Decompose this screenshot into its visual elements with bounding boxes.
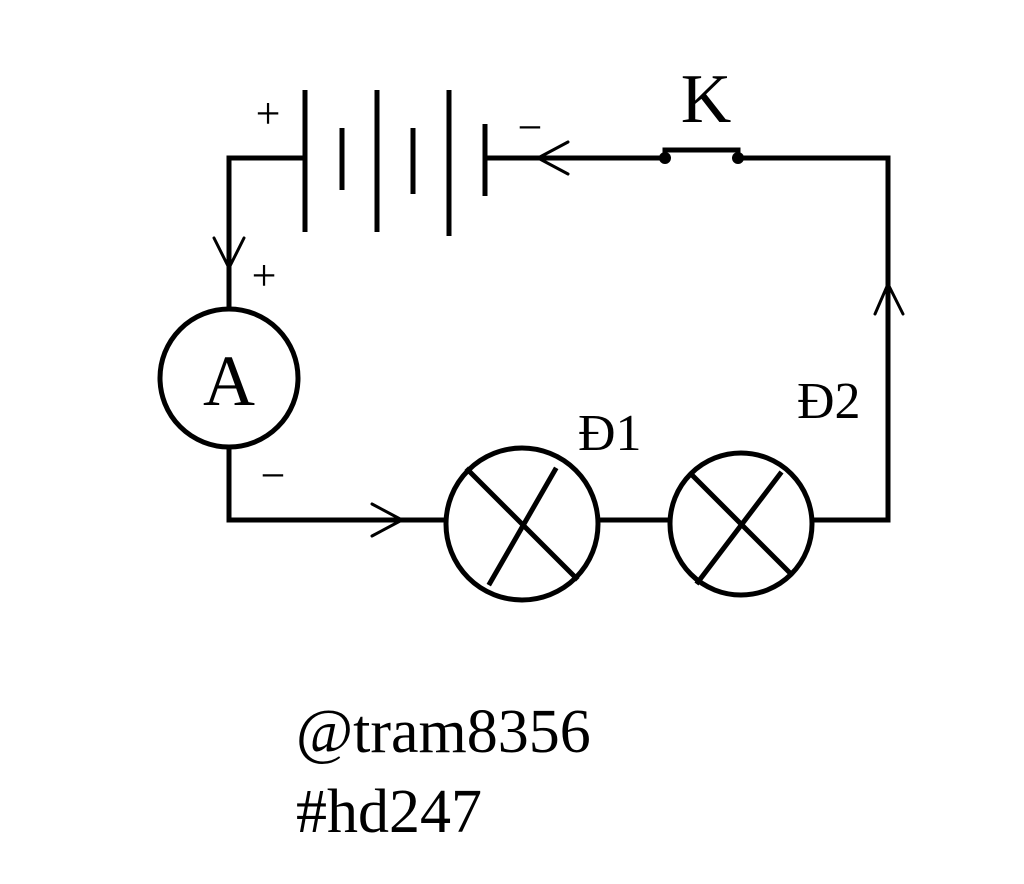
current-arrows: [212, 140, 905, 538]
lamp2-cross-b: [694, 470, 784, 586]
arrow-down-icon: [212, 236, 246, 270]
lamp-1: [443, 445, 601, 603]
battery-plus-sign: +: [256, 89, 281, 138]
ammeter: [157, 306, 301, 450]
switch-k: [659, 147, 744, 164]
watermark-tag: #hd247: [296, 778, 482, 846]
switch-contact-right: [732, 152, 744, 164]
ammeter-minus-sign: −: [261, 451, 286, 500]
arrow-left-icon: [536, 140, 570, 176]
wire-lamp2-to-switch: [735, 155, 891, 523]
battery: [302, 90, 488, 236]
lamp1-cross-b: [486, 466, 559, 587]
wire-ammeter-to-lamp1: [226, 447, 450, 523]
ammeter-plus-sign: +: [252, 251, 277, 300]
watermark-handle: @tram8356: [296, 698, 591, 766]
lamp2-label: Đ2: [797, 373, 861, 430]
arrow-right-icon: [370, 502, 404, 538]
lamp-2: [667, 450, 815, 598]
ammeter-label: A: [203, 341, 255, 421]
switch-label: K: [681, 61, 732, 138]
wire-battery-to-ammeter: [226, 155, 306, 311]
lamp1-label: Đ1: [578, 405, 642, 462]
wires: [226, 155, 891, 523]
battery-minus-sign: −: [518, 103, 543, 152]
switch-contact-left: [659, 152, 671, 164]
ammeter-circle: [157, 306, 301, 450]
arrow-up-icon: [873, 282, 905, 316]
